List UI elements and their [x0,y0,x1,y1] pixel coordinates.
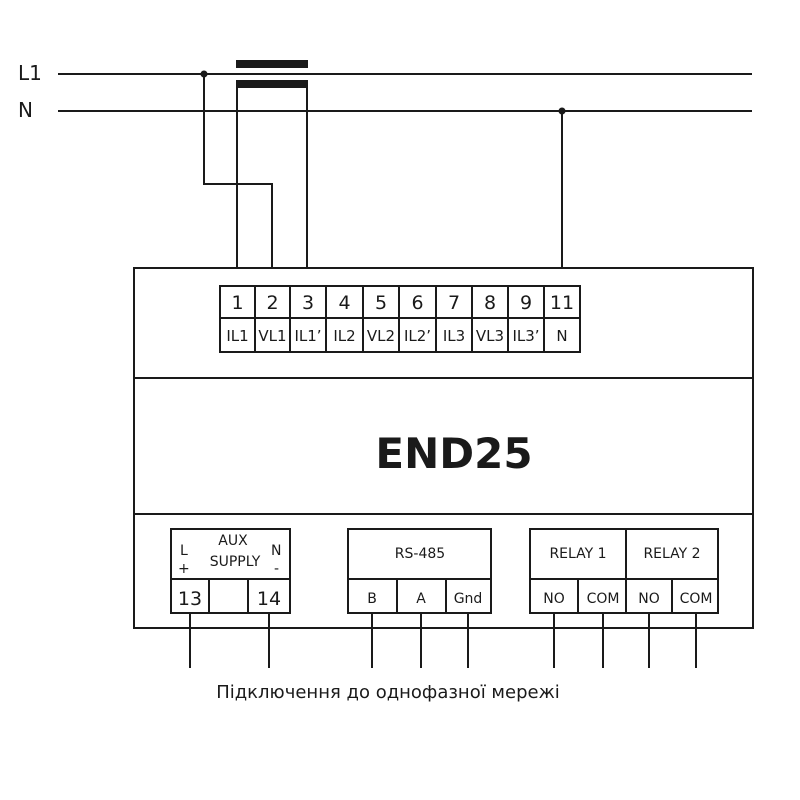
terminal-number: 11 [550,292,574,314]
rs485-terminal-b: B [367,591,377,607]
terminal-label: N [556,327,567,345]
relay-2-title: RELAY 2 [643,546,700,562]
aux-title: AUX [218,533,248,549]
terminal-number: 7 [448,292,460,314]
relays-frame [529,528,719,614]
aux-right-bottom: - [274,561,279,577]
terminal-number: 2 [266,292,278,314]
terminal-label: VL3 [476,327,504,345]
diagram-caption: Підключення до однофазної мережі [216,682,560,703]
rs485-title: RS-485 [395,546,445,562]
line-l1-label: L1 [18,61,42,85]
terminal-number: 6 [411,292,423,314]
terminal-number: 3 [302,292,314,314]
terminal-label: IL1’ [294,327,321,345]
aux-supply-block: AUX SUPPLY L + N - 13 14 [170,528,291,614]
terminal-number: 9 [520,292,532,314]
terminal-label: IL2’ [404,327,431,345]
aux-right-top: N [271,543,281,559]
rs485-frame [347,528,492,614]
line-n-label: N [18,98,33,122]
current-transformer-bottom [236,80,308,88]
rs485-terminal-gnd: Gnd [454,591,483,607]
terminal-label: IL3’ [512,327,539,345]
terminal-label: IL2 [333,327,355,345]
terminal-number: 5 [375,292,387,314]
input-terminal-block: 1 2 3 4 5 6 7 8 9 11 IL1 VL1 IL1’ IL2 VL… [219,285,581,353]
terminal-number: 1 [231,292,243,314]
relay-2-no: NO [638,591,660,607]
terminal-number: 4 [338,292,350,314]
rs485-block: RS-485 B A Gnd [347,528,492,614]
terminal-label: IL1 [226,327,248,345]
terminal-label: VL2 [367,327,395,345]
aux-subtitle: SUPPLY [210,554,261,570]
current-transformer-top [236,60,308,68]
aux-terminal-13: 13 [178,588,202,610]
aux-left-bottom: + [178,561,190,577]
terminal-number: 8 [484,292,496,314]
output-leads [189,613,697,668]
relay-1-com: COM [587,591,620,607]
device-model: END25 [375,429,532,478]
terminal-label: VL1 [258,327,286,345]
aux-terminal-14: 14 [257,588,281,610]
relay-2-com: COM [680,591,713,607]
rs485-terminal-a: A [416,591,426,607]
aux-supply-frame [170,528,291,614]
terminal-label: IL3 [443,327,465,345]
aux-left-top: L [180,543,188,559]
relay-1-no: NO [543,591,565,607]
relays-block: RELAY 1 RELAY 2 NO COM NO COM [529,528,719,614]
relay-1-title: RELAY 1 [549,546,606,562]
